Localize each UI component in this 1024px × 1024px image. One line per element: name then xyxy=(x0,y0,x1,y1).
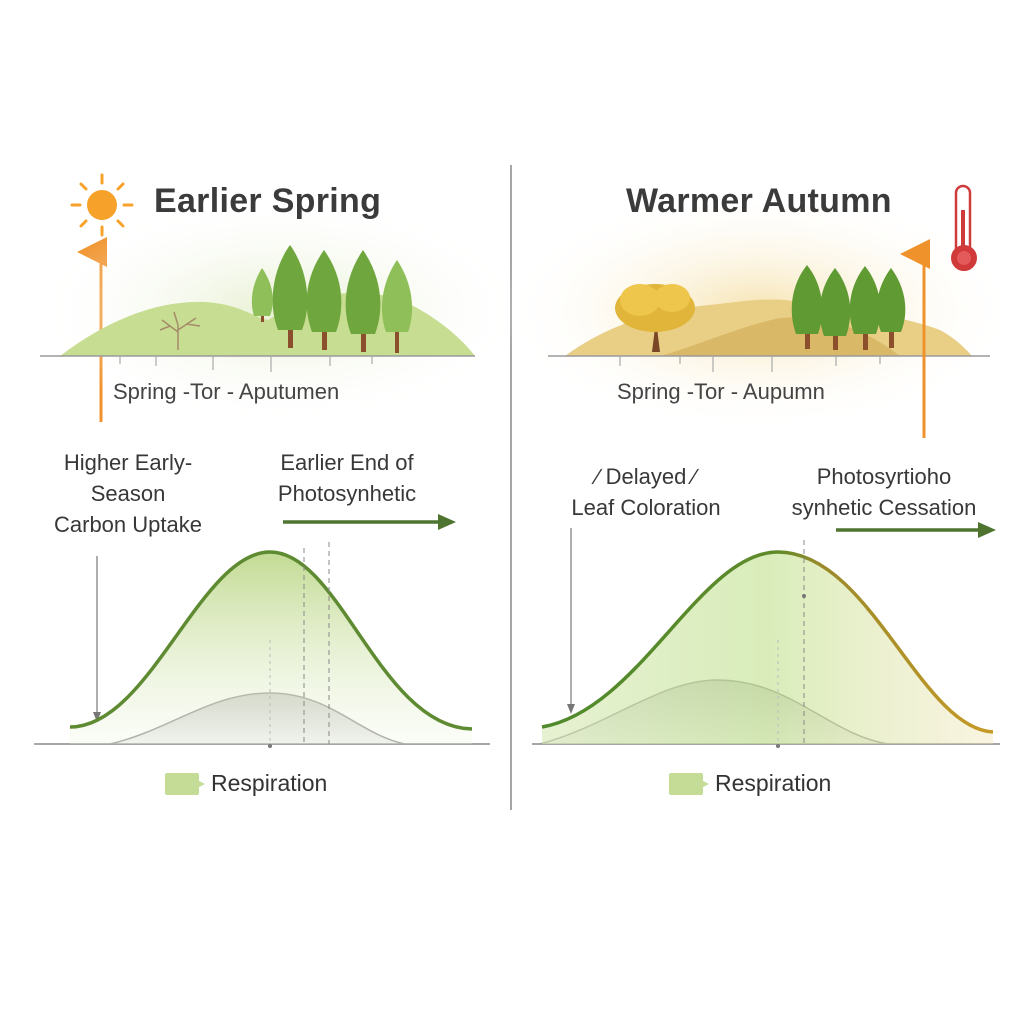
left-note-earlier-end: Earlier End of Photosynhetic xyxy=(254,447,440,509)
right-season-label: Spring -Tor - Aupumn xyxy=(617,379,825,404)
photosynthesis-curve xyxy=(541,550,994,734)
note-line: Earlier End of xyxy=(280,450,414,475)
legend-swatch xyxy=(669,772,709,795)
right-note-cessation: Photosyrtioho synhetic Cessation xyxy=(778,461,990,523)
legend-swatch xyxy=(165,772,205,795)
left-panel xyxy=(30,173,530,748)
tree-icon xyxy=(791,265,823,349)
right-note-delayed-coloration: ∕ Delayed ∕ Leaf Coloration xyxy=(556,461,736,523)
left-legend: Respiration xyxy=(165,770,327,797)
right-legend: Respiration xyxy=(669,770,831,797)
tree-icon xyxy=(381,260,413,353)
tree-icon xyxy=(272,245,308,348)
thermometer-icon xyxy=(951,184,977,271)
tree-icon xyxy=(251,268,273,322)
legend-label: Respiration xyxy=(715,770,832,796)
note-line: Higher Early- xyxy=(63,450,193,475)
legend-label: Respiration xyxy=(211,770,328,796)
note-line: ∕ Delayed ∕ xyxy=(595,464,697,489)
left-title: Earlier Spring xyxy=(154,182,382,220)
note-line: Photosyrtioho xyxy=(816,464,952,489)
tree-icon xyxy=(819,268,851,350)
note-line: synhetic Cessation xyxy=(791,495,977,520)
autumn-tree-icon xyxy=(615,284,695,352)
left-season-label: Spring -Tor - Aputumen xyxy=(113,379,340,404)
bare-tree-icon xyxy=(159,311,201,350)
tree-icon xyxy=(345,250,381,352)
tree-icon xyxy=(306,250,342,350)
note-line: Season xyxy=(90,481,166,506)
right-title: Warmer Autumn xyxy=(626,182,892,220)
left-note-early-uptake: Higher Early- Season Carbon Uptake xyxy=(36,447,220,540)
note-line: Photosynhetic xyxy=(277,481,417,506)
note-line: Leaf Coloration xyxy=(571,495,721,520)
note-line: Carbon Uptake xyxy=(54,512,202,537)
tree-icon xyxy=(876,268,906,348)
photosynthesis-curve xyxy=(69,550,473,731)
tree-icon xyxy=(849,266,881,350)
right-panel xyxy=(500,184,1020,748)
